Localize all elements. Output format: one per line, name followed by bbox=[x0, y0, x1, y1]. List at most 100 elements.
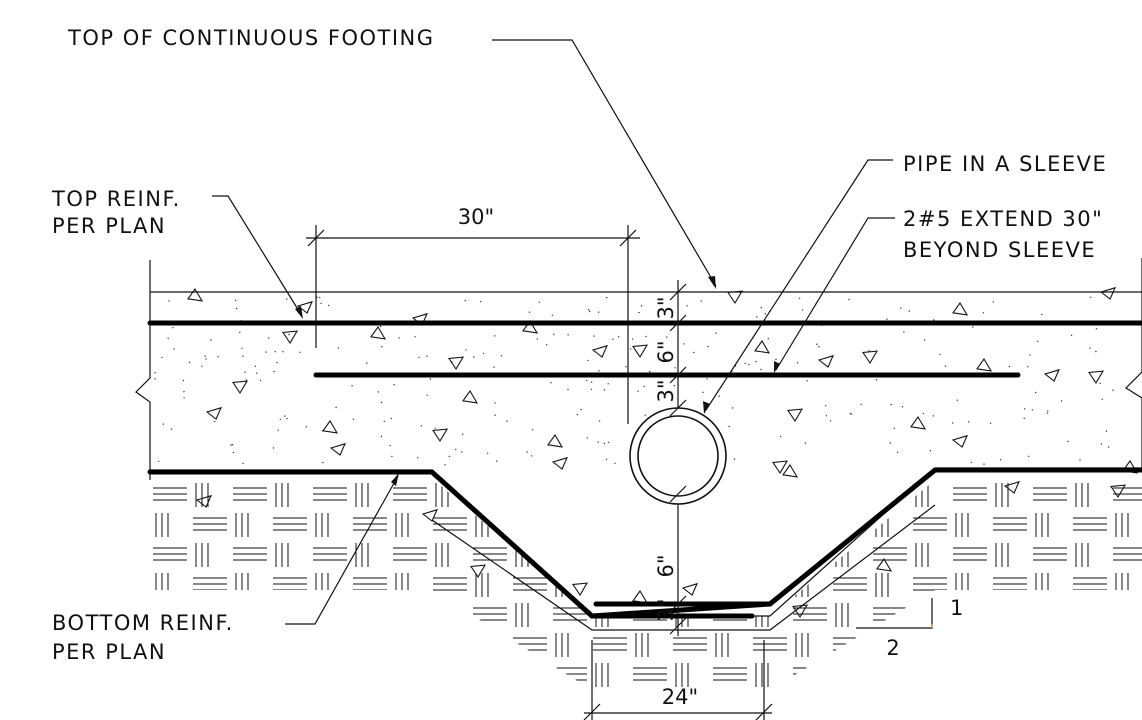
aggregate-dot bbox=[588, 310, 591, 313]
aggregate-triangle bbox=[862, 350, 879, 365]
aggregate-triangle bbox=[572, 582, 589, 597]
aggregate-dot bbox=[455, 448, 457, 451]
aggregate-dot bbox=[629, 348, 632, 350]
aggregate-dot bbox=[320, 302, 322, 304]
aggregate-dot bbox=[1099, 382, 1101, 385]
aggregate-dot bbox=[167, 337, 169, 339]
aggregate-dot bbox=[590, 381, 593, 383]
aggregate-dot bbox=[1023, 417, 1025, 419]
aggregate-dot bbox=[603, 442, 606, 445]
aggregate-triangle bbox=[329, 442, 346, 456]
aggregate-dot bbox=[282, 351, 284, 353]
aggregate-dot bbox=[693, 351, 695, 354]
aggregate-dot bbox=[1037, 340, 1039, 343]
aggregate-dot bbox=[731, 407, 734, 409]
label-pipe-in-sleeve: PIPE IN A SLEEVE bbox=[903, 152, 1107, 176]
aggregate-dot bbox=[321, 430, 324, 432]
arrowhead-pipe bbox=[703, 401, 710, 414]
aggregate-triangle bbox=[754, 339, 771, 354]
arrowhead-top-of-footing bbox=[708, 276, 716, 289]
aggregate-dot bbox=[182, 379, 185, 382]
leader-bottom-reinf bbox=[285, 475, 399, 625]
aggregate-dot bbox=[1008, 365, 1011, 368]
aggregate-dot bbox=[607, 383, 609, 385]
aggregate-dot bbox=[259, 379, 262, 382]
aggregate-dot bbox=[903, 331, 905, 333]
aggregate-triangle bbox=[817, 354, 834, 368]
label-top-reinf-1: TOP REINF. bbox=[51, 187, 181, 211]
aggregate-dot bbox=[276, 361, 278, 364]
aggregate-dot bbox=[728, 425, 730, 428]
aggregate-dot bbox=[764, 313, 766, 315]
aggregate-dot bbox=[849, 412, 851, 415]
aggregate-dot bbox=[707, 345, 709, 348]
aggregate-dot bbox=[495, 460, 498, 462]
aggregate-dot bbox=[337, 347, 340, 349]
aggregate-triangle bbox=[547, 433, 564, 448]
aggregate-dot bbox=[493, 366, 495, 368]
aggregate-dot bbox=[451, 361, 453, 363]
leader-top-reinf bbox=[212, 195, 303, 317]
aggregate-dot bbox=[204, 355, 206, 357]
aggregate-dot bbox=[538, 301, 540, 304]
left-break-line bbox=[135, 260, 151, 480]
aggregate-dot bbox=[983, 463, 985, 465]
tick-5 bbox=[669, 485, 687, 503]
aggregate-dot bbox=[612, 338, 614, 340]
aggregate-dot bbox=[598, 420, 601, 422]
aggregate-dot bbox=[380, 401, 383, 404]
aggregate-dot bbox=[972, 326, 974, 328]
aggregate-dot bbox=[335, 406, 337, 409]
aggregate-dot bbox=[528, 311, 531, 313]
aggregate-dot bbox=[214, 420, 216, 423]
aggregate-dot bbox=[992, 301, 994, 303]
aggregate-dot bbox=[748, 363, 750, 366]
slope-run: 2 bbox=[886, 636, 899, 660]
dim-spacing-below: 6" bbox=[654, 554, 678, 577]
aggregate-dot bbox=[798, 297, 801, 299]
aggregate-dot bbox=[733, 458, 736, 460]
dim-24-text: 24" bbox=[662, 685, 698, 709]
aggregate-dot bbox=[999, 459, 1002, 461]
aggregate-dot bbox=[775, 358, 777, 360]
aggregate-dot bbox=[576, 414, 579, 416]
aggregate-dot bbox=[944, 365, 947, 367]
tick-2 bbox=[669, 314, 687, 332]
arrowhead-extend bbox=[774, 361, 780, 373]
aggregate-dot bbox=[796, 362, 799, 364]
aggregate-dot bbox=[414, 336, 416, 338]
dim-30-text: 30" bbox=[458, 205, 494, 229]
tick-3 bbox=[669, 366, 687, 384]
aggregate-dot bbox=[183, 397, 185, 399]
aggregate-dot bbox=[327, 304, 330, 307]
aggregate-dot bbox=[322, 461, 324, 464]
leaders bbox=[212, 39, 895, 625]
aggregate-dot bbox=[183, 391, 185, 393]
label-extend-2: BEYOND SLEEVE bbox=[903, 238, 1096, 262]
aggregate-dot bbox=[550, 382, 552, 384]
aggregate-dot bbox=[756, 316, 758, 318]
aggregate-dot bbox=[607, 441, 610, 444]
aggregate-dot bbox=[1112, 389, 1114, 391]
aggregate-dot bbox=[1101, 398, 1103, 400]
aggregate-dot bbox=[587, 359, 589, 362]
aggregate-dot bbox=[305, 426, 307, 428]
aggregate-dot bbox=[429, 378, 432, 380]
bottom-reinforcement-bar bbox=[147, 467, 1142, 619]
aggregate-dot bbox=[875, 379, 878, 381]
aggregate-dot bbox=[444, 464, 446, 466]
aggregate-dot bbox=[901, 406, 904, 408]
aggregate-dot bbox=[744, 362, 746, 365]
aggregate-triangle bbox=[370, 325, 387, 340]
aggregate-triangle bbox=[976, 357, 993, 372]
aggregate-dot bbox=[286, 417, 288, 420]
leader-extend-bars bbox=[775, 217, 895, 371]
aggregate-dot bbox=[284, 415, 286, 417]
aggregate-dot bbox=[288, 333, 290, 336]
aggregate-dot bbox=[1105, 430, 1108, 432]
soil-hatch bbox=[153, 483, 1142, 687]
aggregate-dot bbox=[1041, 313, 1043, 316]
aggregate-dot bbox=[586, 379, 588, 381]
aggregate-dot bbox=[417, 457, 419, 459]
